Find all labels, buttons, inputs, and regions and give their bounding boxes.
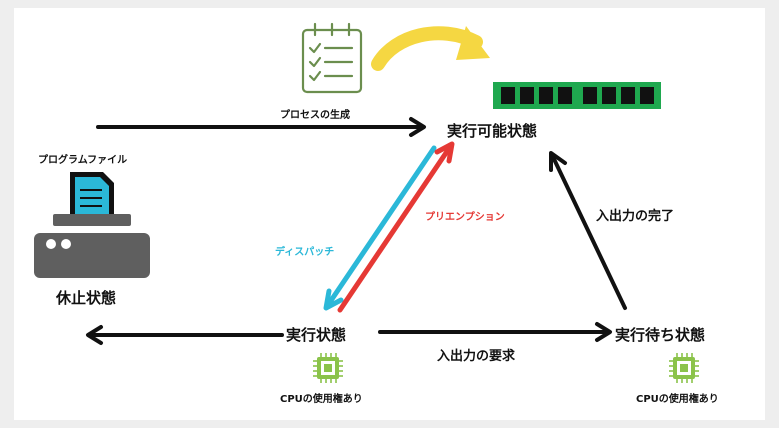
cpu-usage-label-waiting: CPUの使用権あり xyxy=(636,394,719,405)
cpu-usage-label-running: CPUの使用権あり xyxy=(280,394,363,405)
ready-state-label: 実行可能状態 xyxy=(447,122,538,140)
checklist-icon xyxy=(301,22,363,94)
arrow-running-to-suspended xyxy=(86,325,284,345)
cpu-chip-icon xyxy=(669,353,699,383)
process-creation-label: プロセスの生成 xyxy=(280,110,350,121)
server-icon xyxy=(34,214,150,278)
arrow-dispatch xyxy=(323,145,437,311)
suspended-state-label: 休止状態 xyxy=(56,289,117,307)
arrow-suspended-to-ready xyxy=(96,117,426,137)
waiting-state-label: 実行待ち状態 xyxy=(615,326,706,344)
running-state-label: 実行状態 xyxy=(286,326,347,344)
document-file-icon xyxy=(70,172,114,222)
dispatch-label: ディスパッチ xyxy=(275,247,335,258)
program-file-label: プログラムファイル xyxy=(38,155,128,166)
cpu-chip-icon xyxy=(313,353,343,383)
io-request-label: 入出力の要求 xyxy=(437,349,516,364)
arrow-preemption xyxy=(337,141,455,313)
memory-module-icon xyxy=(493,82,661,109)
arrow-waiting-to-ready xyxy=(549,151,627,310)
arrow-running-to-waiting xyxy=(378,322,612,342)
curved-arrow-icon xyxy=(371,26,490,71)
io-complete-label: 入出力の完了 xyxy=(596,209,675,224)
preemption-label: プリエンプション xyxy=(425,212,505,223)
